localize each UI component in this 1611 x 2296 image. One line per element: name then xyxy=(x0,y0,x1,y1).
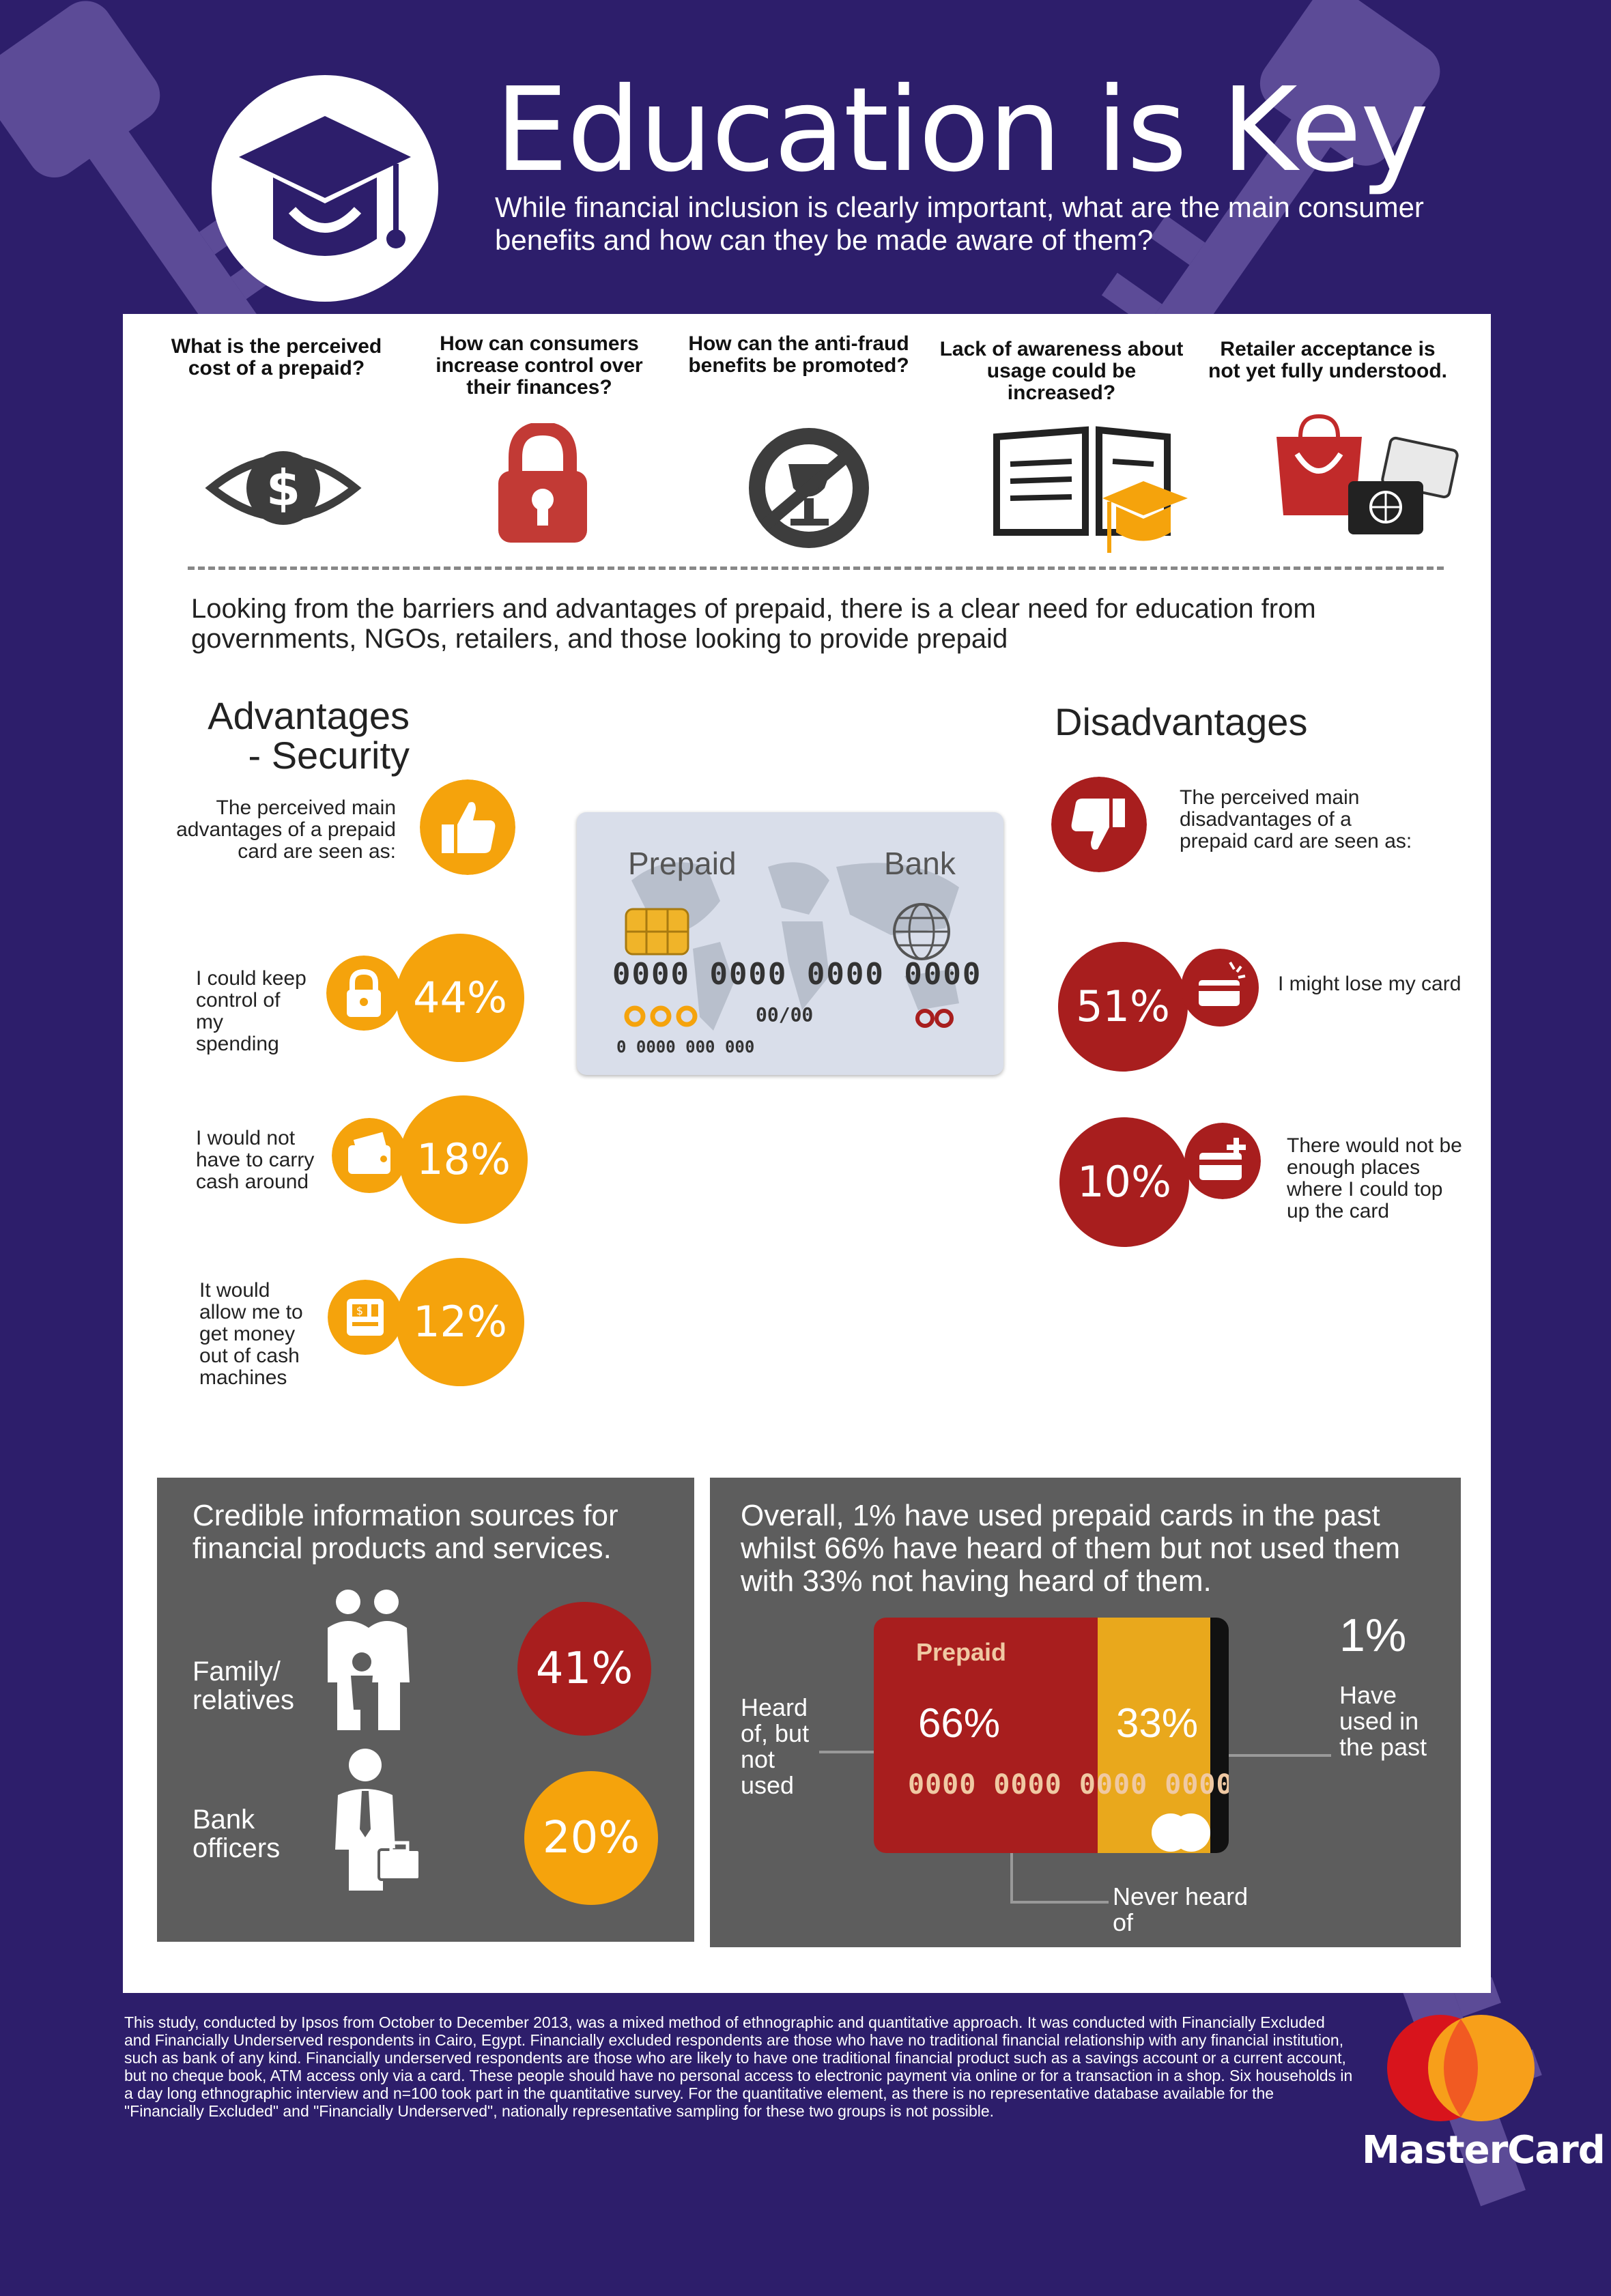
usage-label-heard: Heard of, but not used xyxy=(741,1693,810,1799)
key-icon xyxy=(0,1,291,355)
advantages-title: Advantages - Security xyxy=(205,696,410,775)
card-chip-icon xyxy=(625,908,689,956)
source-percent-bank: 20% xyxy=(524,1771,658,1905)
world-map-icon xyxy=(631,862,959,1031)
advantage-label-cash: I would not have to carry cash around xyxy=(196,1127,315,1193)
svg-text:$: $ xyxy=(356,1304,363,1317)
advantage-label-atm: It would allow me to get money out of ca… xyxy=(199,1279,303,1389)
prepaid-card-illustration: Prepaid Bank 0000 0000 0000 0000 xyxy=(577,812,1003,1075)
usage-title: Overall, 1% have used prepaid cards in t… xyxy=(741,1499,1401,1598)
footer-note: This study, conducted by Ipsos from Octo… xyxy=(124,2013,1353,2120)
advantages-note: The perceived main advantages of a prepa… xyxy=(176,797,396,863)
question-control: How can consumers increase control over … xyxy=(436,332,643,399)
card-logo-icon xyxy=(1152,1813,1210,1852)
lost-card-icon xyxy=(1181,949,1259,1027)
eye-dollar-icon: $ xyxy=(205,451,362,525)
never-connector-line xyxy=(1010,1853,1109,1904)
usage-value-heard: 66% xyxy=(918,1700,1001,1746)
svg-text:$: $ xyxy=(266,459,300,517)
disadvantage-label-lose: I might lose my card xyxy=(1278,973,1462,995)
disadvantage-percent-topup: 10% xyxy=(1059,1117,1189,1247)
card-small-number: 0 0000 000 000 xyxy=(616,1037,755,1057)
disadvantages-note: The perceived main disadvantages of a pr… xyxy=(1180,786,1412,852)
question-cost: What is the perceived cost of a prepaid? xyxy=(171,335,382,379)
advantage-percent-atm: 12% xyxy=(396,1258,524,1386)
card-bank-label: Bank xyxy=(884,846,956,881)
credible-sources-panel: Credible information sources for financi… xyxy=(157,1478,694,1942)
advantages-title-line2: - Security xyxy=(248,734,410,777)
used-segment xyxy=(1210,1618,1229,1853)
disadvantage-percent-lose: 51% xyxy=(1058,942,1188,1072)
usage-label-used: Have used in the past xyxy=(1339,1681,1427,1761)
question-retailer: Retailer acceptance is not yet fully und… xyxy=(1208,338,1447,382)
source-percent-family: 41% xyxy=(517,1602,651,1736)
usage-card-label: Prepaid xyxy=(916,1638,1007,1666)
usage-panel: Overall, 1% have used prepaid cards in t… xyxy=(710,1478,1461,1947)
bank-officer-icon xyxy=(335,1749,421,1891)
shopping-bag-card-icon xyxy=(1277,414,1459,534)
credible-sources-title: Credible information sources for financi… xyxy=(193,1499,618,1565)
advantages-title-line1: Advantages xyxy=(208,694,410,737)
book-graduation-icon xyxy=(993,426,1188,553)
usage-card: Prepaid 66% 33% 0000 0000 0000 0000 xyxy=(874,1618,1229,1853)
family-icon xyxy=(328,1590,410,1730)
advantage-label-control: I could keep control of my spending xyxy=(196,967,306,1055)
source-label-family-line2: relatives xyxy=(193,1685,294,1715)
padlock-icon xyxy=(498,423,587,543)
usage-label-never: Never heard of xyxy=(1113,1882,1249,1936)
disadvantage-label-topup: There would not be enough places where I… xyxy=(1287,1134,1462,1222)
graduation-cap-icon xyxy=(239,116,411,256)
card-expiry: 00/00 xyxy=(756,1003,814,1026)
graduation-cap-badge xyxy=(212,75,438,302)
source-label-bank-line1: Bank xyxy=(193,1805,255,1835)
source-label-bank: Bank officers xyxy=(193,1805,280,1863)
usage-card-number: 0000 0000 0000 0000 xyxy=(908,1769,1229,1800)
source-label-bank-line2: officers xyxy=(193,1833,281,1863)
mastercard-brand: MasterCard xyxy=(1362,2128,1606,2172)
thumbs-up-icon xyxy=(420,779,515,875)
lock-icon xyxy=(326,956,401,1031)
thumbs-down-icon xyxy=(1051,777,1147,872)
wallet-icon xyxy=(332,1118,407,1193)
source-label-family-line1: Family/ xyxy=(193,1656,281,1687)
intro-text: Looking from the barriers and advantages… xyxy=(191,594,1316,654)
used-connector-line xyxy=(1229,1754,1331,1757)
disadvantages-title: Disadvantages xyxy=(1055,700,1308,743)
atm-icon: $ xyxy=(328,1280,403,1355)
card-dots-left-icon xyxy=(624,1005,698,1027)
page-title: Education is Key xyxy=(495,63,1429,198)
no-fraud-icon xyxy=(749,428,869,548)
page-subtitle: While financial inclusion is clearly imp… xyxy=(495,191,1424,256)
usage-value-used: 1% xyxy=(1339,1609,1407,1661)
heard-not-used-segment xyxy=(874,1618,1098,1853)
card-plus-icon xyxy=(1184,1123,1261,1199)
mastercard-logo-icon xyxy=(1387,2015,1535,2121)
globe-icon xyxy=(893,903,950,960)
usage-value-never: 33% xyxy=(1116,1700,1199,1746)
question-fraud: How can the anti-fraud benefits be promo… xyxy=(688,332,909,377)
card-prepaid-label: Prepaid xyxy=(628,846,737,881)
question-awareness: Lack of awareness about usage could be i… xyxy=(939,338,1184,404)
main-panel: What is the perceived cost of a prepaid?… xyxy=(123,314,1491,1993)
advantage-percent-control: 44% xyxy=(396,934,524,1062)
card-dots-right-icon xyxy=(915,1009,954,1028)
dashed-divider xyxy=(188,566,1444,570)
heard-connector-line xyxy=(819,1751,874,1753)
advantage-percent-cash: 18% xyxy=(399,1095,528,1224)
source-label-family: Family/ relatives xyxy=(193,1657,294,1714)
card-number: 0000 0000 0000 0000 xyxy=(612,957,982,992)
